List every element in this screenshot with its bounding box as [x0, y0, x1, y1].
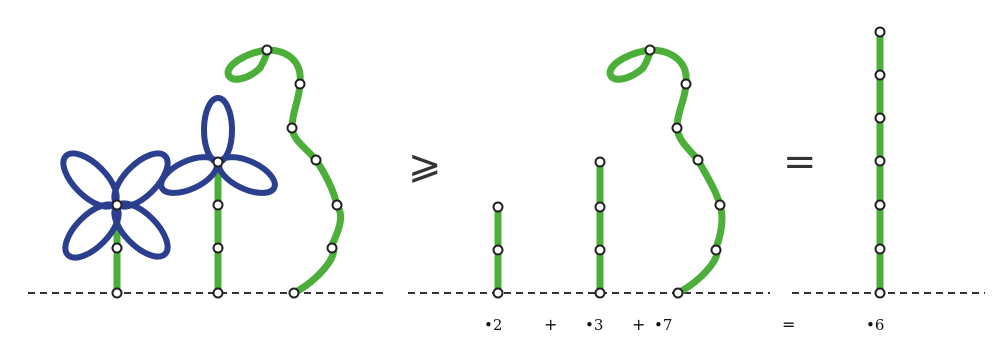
- vine1-node-1: [263, 46, 272, 55]
- vine2-node-5: [716, 201, 725, 210]
- stem7-node-6: [876, 245, 885, 254]
- stem5-node-base: [596, 289, 605, 298]
- three-petal-flower: [156, 98, 280, 298]
- flower2-node-2: [214, 244, 223, 253]
- vine1-node-5: [333, 201, 342, 210]
- stem7-node-4: [876, 157, 885, 166]
- flower1-node-mid: [113, 244, 122, 253]
- stem5-node-3: [596, 246, 605, 255]
- tall-stem: [876, 28, 885, 298]
- stem7-node-base: [876, 289, 885, 298]
- vine1-node-2: [296, 80, 305, 89]
- vine2-node-base: [674, 289, 683, 298]
- geq-symbol: ⩾: [408, 142, 442, 188]
- label-term1: •2: [484, 316, 502, 334]
- vine2-node-4: [694, 156, 703, 165]
- equals-symbol: =: [783, 139, 817, 185]
- stem7-node-3: [876, 114, 885, 123]
- flower2-node-1: [214, 201, 223, 210]
- vine2-stem: [610, 50, 722, 293]
- flower2-petal-top: [204, 98, 232, 162]
- stem7-node-2: [876, 71, 885, 80]
- flower2-node-center: [214, 158, 223, 167]
- label-term2: •3: [585, 316, 603, 334]
- flower2-node-base: [214, 289, 223, 298]
- label-term3: •7: [654, 316, 672, 334]
- stem5-node-2: [596, 203, 605, 212]
- medium-stem: [596, 158, 605, 298]
- vine2-node-3: [673, 124, 682, 133]
- curly-vine-left: [228, 46, 342, 298]
- stem4-node-mid: [494, 246, 503, 255]
- curly-vine-right: [610, 46, 725, 298]
- flower2-petal-right: [214, 150, 280, 201]
- label-plus1: +: [544, 315, 557, 334]
- label-equals: =: [782, 315, 795, 334]
- stem7-node-1: [876, 28, 885, 37]
- label-result: •6: [866, 316, 884, 334]
- vine1-node-base: [290, 289, 299, 298]
- flower1-node-base: [113, 289, 122, 298]
- stem5-node-top: [596, 158, 605, 167]
- vine1-node-6: [328, 244, 337, 253]
- four-petal-flower: [55, 145, 177, 298]
- vine2-node-1: [646, 46, 655, 55]
- label-plus2: +: [632, 315, 645, 334]
- stem4-node-top: [494, 203, 503, 212]
- vine2-node-6: [712, 246, 721, 255]
- vine1-node-4: [312, 156, 321, 165]
- stem4-node-base: [494, 289, 503, 298]
- vine1-node-3: [288, 124, 297, 133]
- short-stem: [494, 203, 503, 298]
- flower1-node-center: [113, 201, 122, 210]
- stem7-node-5: [876, 201, 885, 210]
- vine2-node-2: [682, 80, 691, 89]
- vine1-stem: [228, 50, 341, 293]
